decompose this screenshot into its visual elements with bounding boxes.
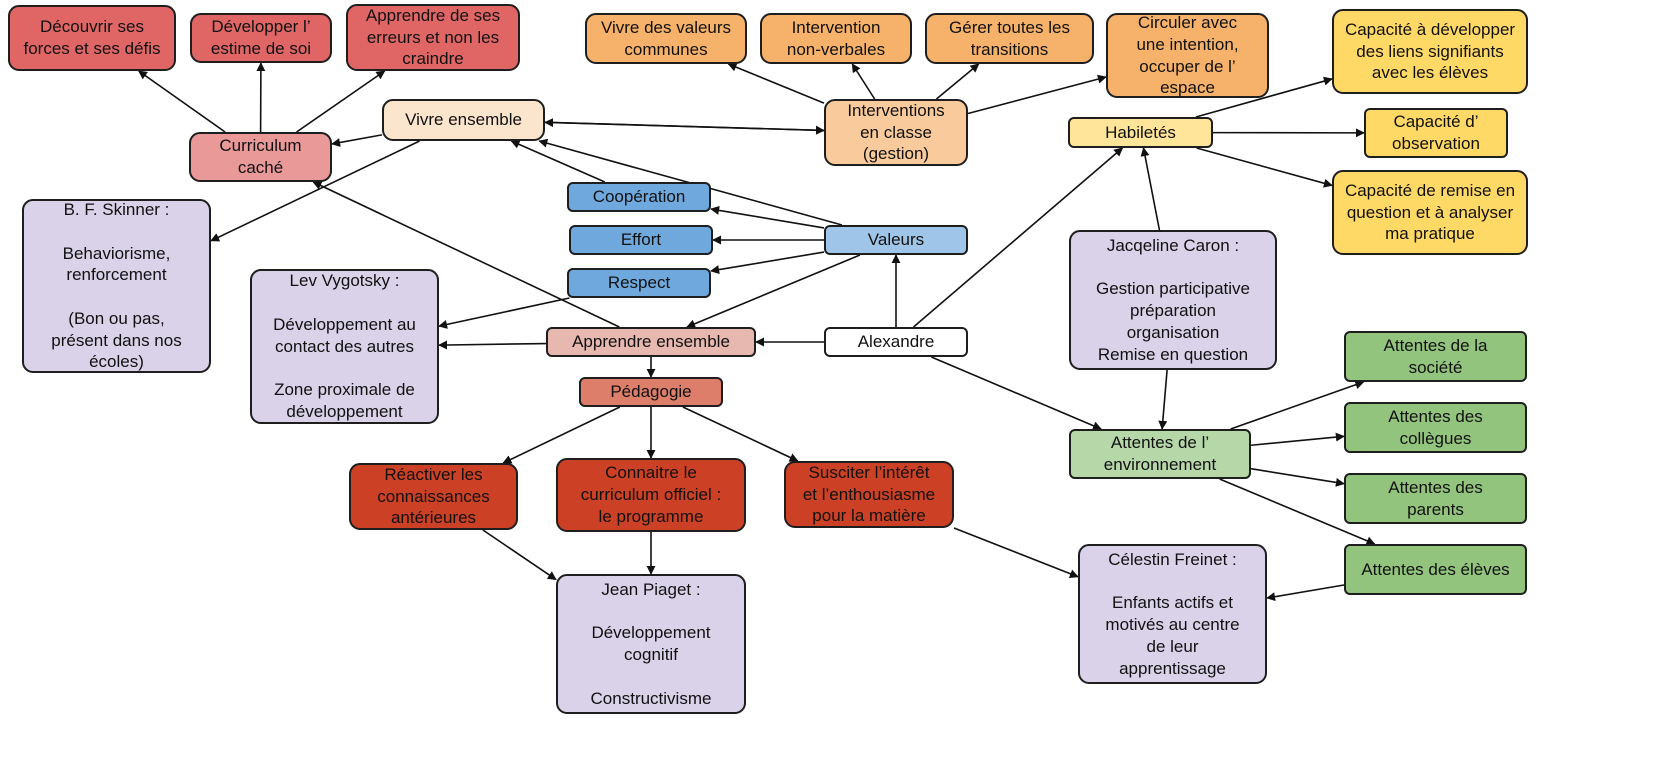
node-jacqeline-caron[interactable]: Jacqeline Caron : Gestion participative … [1069, 230, 1277, 370]
node-vivre-ensemble[interactable]: Vivre ensemble [382, 99, 545, 141]
arrow-interventions-to-non_verbales [851, 63, 876, 100]
node-attentes-collegues[interactable]: Attentes des collègues [1344, 402, 1527, 453]
arrow-interventions-to-transitions [935, 63, 980, 100]
node-respect[interactable]: Respect [567, 268, 711, 298]
node-attentes-eleves[interactable]: Attentes des élèves [1344, 544, 1527, 595]
node-effort[interactable]: Effort [569, 225, 713, 255]
arrow-attentes_env-to-attentes_collegues [1250, 432, 1345, 447]
node-vivre-valeurs-communes[interactable]: Vivre des valeurs communes [585, 13, 747, 64]
arrow-reactiver-to-piaget [482, 529, 557, 581]
arrow-alexandre-to-attentes_env [931, 356, 1102, 430]
node-interventions-classe[interactable]: Interventions en classe (gestion) [824, 99, 968, 166]
arrow-vivre_ensemble-to-curriculum_cache [331, 134, 383, 147]
node-alexandre[interactable]: Alexandre [824, 327, 968, 357]
node-reactiver-connaissances[interactable]: Réactiver les connaissances antérieures [349, 463, 518, 530]
arrow-interventions-to-valeurs_communes [727, 62, 825, 104]
node-habiletes[interactable]: Habiletés [1068, 117, 1213, 148]
arrow-pedagogie-to-reactiver [502, 406, 621, 464]
node-susciter-interet[interactable]: Susciter l’intérêt et l’enthousiasme pou… [784, 461, 954, 528]
node-capacite-remise-question[interactable]: Capacité de remise en question et à anal… [1332, 170, 1528, 255]
arrow-valeurs-to-apprendre_ensemble [686, 254, 861, 329]
arrow-alexandre-to-habiletes [912, 147, 1124, 328]
arrow-attentes_eleves-to-freinet [1266, 584, 1345, 602]
node-intervention-non-verbales[interactable]: Intervention non-verbales [760, 13, 912, 64]
arrow-interventions-to-vivre_ensemble [544, 118, 825, 132]
node-skinner[interactable]: B. F. Skinner : Behaviorisme, renforceme… [22, 199, 211, 373]
arrow-susciter-to-freinet [953, 527, 1079, 579]
node-cooperation[interactable]: Coopération [567, 182, 711, 212]
node-decouvrir-forces-defis[interactable]: Découvrir ses forces et ses défis [8, 5, 176, 71]
arrow-attentes_env-to-attentes_societe [1230, 380, 1365, 430]
arrow-respect-to-vygotsky [438, 297, 570, 329]
node-valeurs[interactable]: Valeurs [824, 225, 968, 255]
arrow-attentes_env-to-attentes_parents [1250, 467, 1345, 487]
arrow-interventions-to-circuler [967, 74, 1107, 115]
node-celestin-freinet[interactable]: Célestin Freinet : Enfants actifs et mot… [1078, 544, 1267, 684]
node-lev-vygotsky[interactable]: Lev Vygotsky : Développement au contact … [250, 269, 439, 424]
node-capacite-observation[interactable]: Capacité d’ observation [1364, 108, 1508, 158]
arrow-valeurs-to-cooperation [710, 205, 825, 229]
node-circuler-intention[interactable]: Circuler avec une intention, occuper de … [1106, 13, 1269, 98]
node-capacite-liens[interactable]: Capacité à développer des liens signifia… [1332, 9, 1528, 94]
node-pedagogie[interactable]: Pédagogie [579, 377, 723, 407]
arrow-caron-to-attentes_env [1158, 369, 1168, 430]
arrow-caron-to-habiletes [1140, 147, 1161, 231]
node-jean-piaget[interactable]: Jean Piaget : Développement cognitif Con… [556, 574, 746, 714]
arrow-apprendre_ensemble-to-vygotsky [438, 340, 547, 350]
node-apprendre-erreurs[interactable]: Apprendre de ses erreurs et non les crai… [346, 4, 520, 71]
node-attentes-parents[interactable]: Attentes des parents [1344, 473, 1527, 524]
arrow-attentes_env-to-attentes_eleves [1219, 478, 1376, 546]
arrow-cooperation-to-vivre_ensemble [510, 140, 606, 183]
node-apprendre-ensemble[interactable]: Apprendre ensemble [546, 327, 756, 357]
arrow-valeurs-to-respect [710, 251, 825, 275]
arrow-habiletes-to-liens [1195, 76, 1333, 118]
arrow-habiletes-to-remise [1196, 147, 1333, 188]
node-attentes-societe[interactable]: Attentes de la société [1344, 331, 1527, 382]
arrow-pedagogie-to-susciter [682, 406, 799, 462]
arrow-curriculum_cache-to-erreurs [296, 70, 386, 133]
arrow-curriculum_cache-to-decouvrir [137, 70, 226, 133]
node-gerer-transitions[interactable]: Gérer toutes les transitions [925, 13, 1094, 64]
node-attentes-environnement[interactable]: Attentes de l’ environnement [1069, 429, 1251, 479]
arrow-apprendre_ensemble-to-curriculum_cache [312, 181, 620, 328]
node-connaitre-curriculum[interactable]: Connaitre le curriculum officiel : le pr… [556, 458, 746, 532]
node-curriculum-cache[interactable]: Curriculum caché [189, 132, 332, 182]
node-developper-estime[interactable]: Développer l’ estime de soi [190, 13, 332, 63]
arrow-vivre_ensemble-to-skinner [210, 140, 420, 242]
